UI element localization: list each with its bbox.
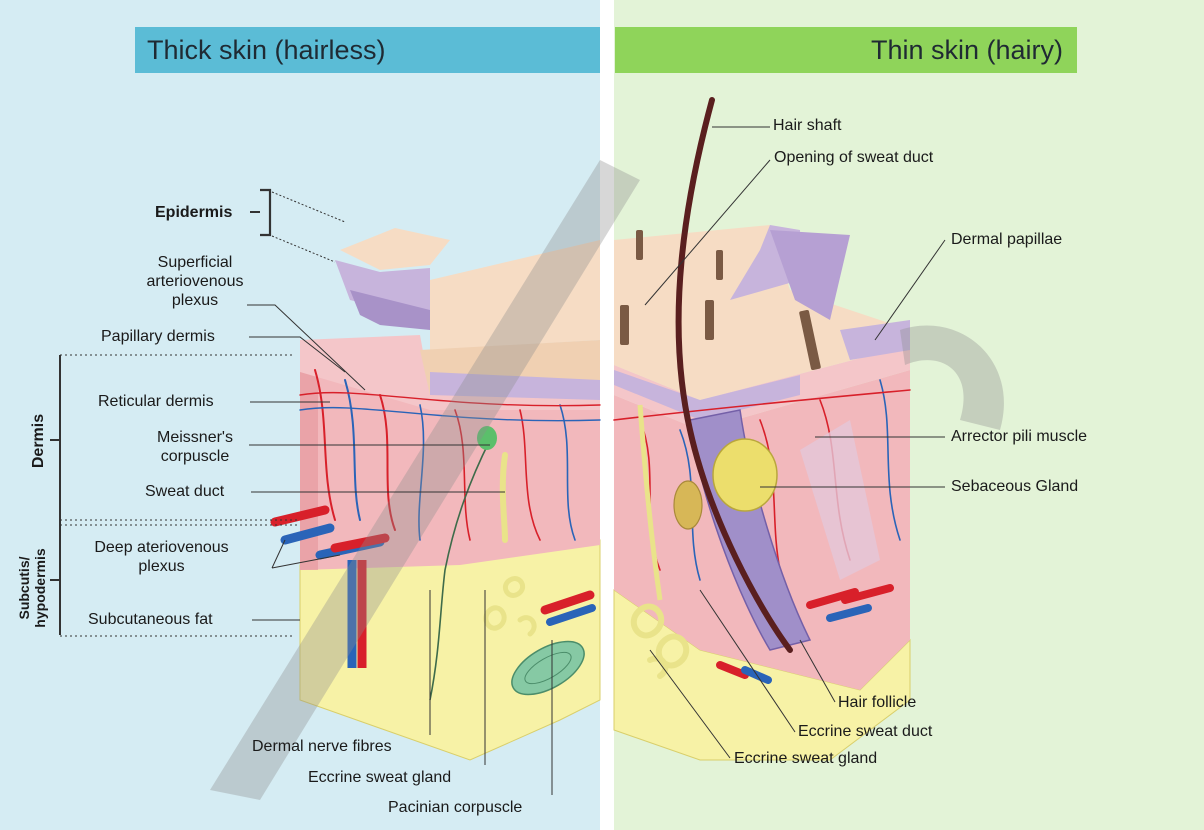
label-deep-1: Deep ateriovenous	[94, 539, 228, 556]
label-meissner-2: corpuscle	[161, 448, 229, 465]
label-reticular-dermis: Reticular dermis	[98, 392, 214, 411]
label-dermis: Dermis	[30, 406, 48, 476]
label-superficial-3: plexus	[172, 292, 218, 309]
label-deep-plexus: Deep ateriovenous plexus	[74, 538, 249, 576]
label-eccrine-sweat-duct: Eccrine sweat duct	[798, 722, 932, 741]
label-hair-shaft: Hair shaft	[773, 116, 841, 135]
label-meissner: Meissner's corpuscle	[140, 428, 250, 466]
label-opening-sweat-duct: Opening of sweat duct	[774, 148, 933, 167]
label-dermal-nerve-fibres: Dermal nerve fibres	[252, 737, 392, 756]
label-arrector-pili: Arrector pili muscle	[951, 427, 1087, 446]
label-sweat-duct: Sweat duct	[145, 482, 224, 501]
label-subcutis-line1: Subcutis/	[16, 557, 32, 620]
label-pacinian-corpuscle: Pacinian corpuscle	[388, 798, 522, 817]
label-papillary-dermis: Papillary dermis	[101, 327, 215, 346]
thick-skin-title: Thick skin (hairless)	[135, 27, 600, 73]
label-superficial-plexus: Superficial arteriovenous plexus	[120, 253, 270, 310]
sebaceous-gland	[713, 439, 777, 511]
label-subcutis-line2: hypodermis	[32, 548, 48, 627]
panel-divider	[600, 0, 614, 830]
label-dermal-papillae: Dermal papillae	[951, 230, 1062, 249]
left-sweat-duct	[503, 455, 505, 540]
label-subcutaneous-fat: Subcutaneous fat	[88, 610, 213, 629]
label-subcutis: Subcutis/ hypodermis	[16, 538, 48, 638]
label-superficial-1: Superficial	[158, 254, 233, 271]
label-superficial-2: arteriovenous	[147, 273, 244, 290]
label-hair-follicle: Hair follicle	[838, 693, 916, 712]
label-meissner-1: Meissner's	[157, 429, 233, 446]
thin-skin-title: Thin skin (hairy)	[615, 27, 1077, 73]
label-eccrine-sweat-gland-left: Eccrine sweat gland	[308, 768, 451, 787]
label-eccrine-sweat-gland-right: Eccrine sweat gland	[734, 749, 877, 768]
label-sebaceous-gland: Sebaceous Gland	[951, 477, 1078, 496]
label-deep-2: plexus	[138, 558, 184, 575]
label-epidermis: Epidermis	[155, 203, 232, 222]
